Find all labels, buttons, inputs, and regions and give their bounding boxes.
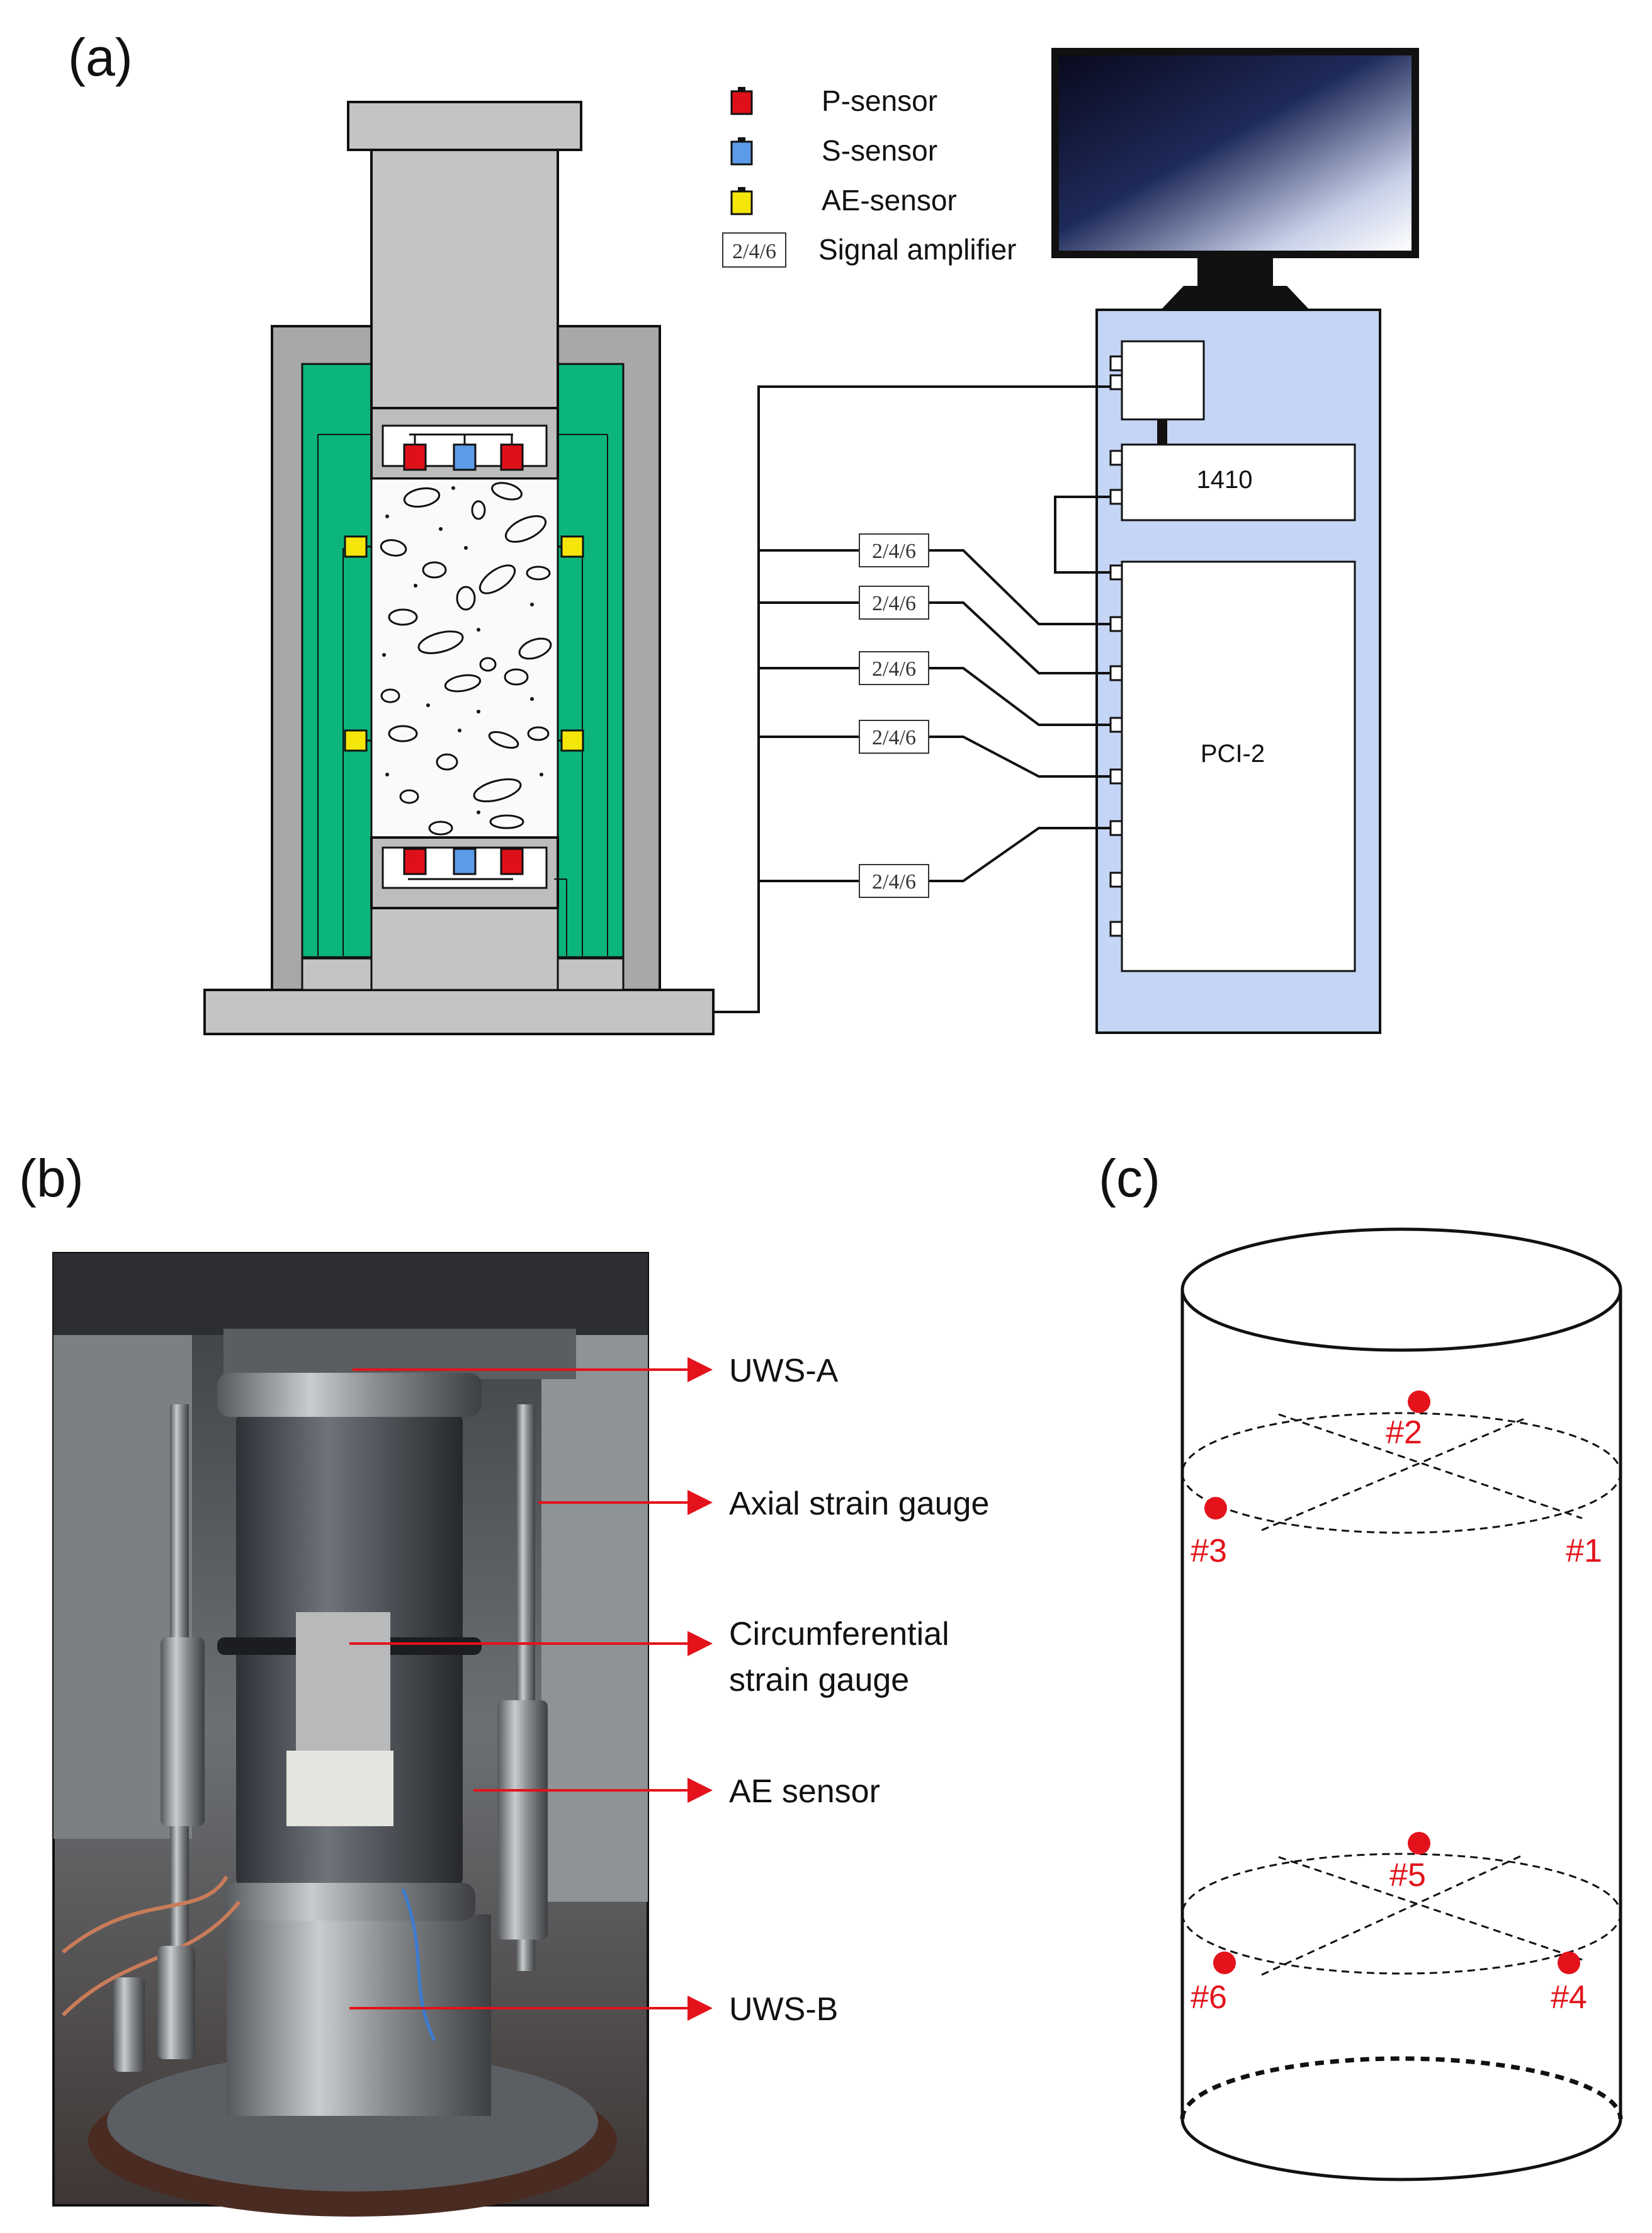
point-3: [1204, 1497, 1227, 1520]
photo-labels: UWS-A Axial strain gauge Circumferential…: [729, 1353, 989, 2028]
point-label-3: #3: [1191, 1533, 1227, 1569]
amplifier-boxes: 2/4/6 2/4/6 2/4/6 2/4/6 2/4/6: [859, 533, 929, 898]
lower-platen: [370, 836, 567, 956]
ae-sensor-left-upper: [344, 535, 368, 558]
amplifier-4: [859, 720, 929, 754]
legend-s-label: S-sensor: [822, 134, 937, 167]
point-6: [1213, 1952, 1236, 1974]
legend-amplifier-box: [722, 232, 786, 268]
panel-a-label: (a): [68, 28, 133, 87]
label-axial-gauge: Axial strain gauge: [729, 1486, 989, 1522]
panel-c: (c) #1 #2 #3 #4: [1099, 1149, 1623, 2181]
point-label-2: #2: [1386, 1414, 1422, 1451]
amplifier-3: [859, 651, 929, 685]
ae-sensor-right-lower: [560, 729, 584, 752]
photo-arrows: [349, 1357, 713, 2021]
amplifier-5: [859, 864, 929, 898]
point-2: [1408, 1390, 1430, 1413]
p-sensor-bottom-left: [403, 848, 427, 875]
label-circ-line2: strain gauge: [729, 1662, 909, 1698]
p-sensor-top-left: [403, 443, 427, 471]
rock-specimen: [370, 477, 559, 839]
legend-p-swatch: [730, 90, 753, 115]
legend-amplifier-box-text: 2/4/6: [732, 240, 776, 263]
amplifier-3-text: 2/4/6: [872, 657, 916, 681]
sensor-points: [1204, 1390, 1580, 1974]
legend-s-swatch: [730, 140, 753, 166]
s-sensor-bottom: [453, 848, 477, 875]
amplifier-4-text: 2/4/6: [872, 726, 916, 749]
amplifier-2-text: 2/4/6: [872, 592, 916, 615]
pci-board: [1121, 560, 1356, 972]
point-label-1: #1: [1566, 1533, 1602, 1569]
preamp-module: [1121, 443, 1356, 521]
legend-p-label: P-sensor: [822, 84, 937, 117]
point-labels: #1 #2 #3 #4 #5 #6: [1191, 1414, 1602, 2016]
legend: P-sensor S-sensor AE-sensor 2/4/6 Signal…: [722, 84, 1016, 268]
ae-sensors: [342, 535, 584, 956]
label-circ-line1: Circumferential: [729, 1616, 949, 1652]
cables: [713, 385, 1111, 1013]
point-label-5: #5: [1389, 1857, 1426, 1894]
legend-amplifier-label: Signal amplifier: [818, 233, 1016, 266]
test-photo: [52, 1252, 649, 2217]
amplifier-1-text: 2/4/6: [872, 540, 916, 563]
upper-platen: [370, 407, 559, 480]
panel-a: (a): [68, 28, 1419, 1035]
label-uws-a: UWS-A: [729, 1353, 839, 1389]
label-ae-sensor: AE sensor: [729, 1773, 880, 1810]
legend-ae-label: AE-sensor: [822, 184, 957, 217]
p-sensor-top-right: [500, 443, 524, 471]
computer-tower: 1410 PCI-2: [1095, 309, 1381, 1034]
pci-label: PCI-2: [1201, 740, 1265, 768]
point-4: [1558, 1952, 1580, 1974]
amplifier-2: [859, 586, 929, 620]
panel-c-label: (c): [1099, 1149, 1160, 1208]
s-sensor-top: [453, 443, 477, 471]
label-uws-b: UWS-B: [729, 1991, 838, 2028]
monitor-screen: [1059, 55, 1412, 251]
amplifier-1: [859, 533, 929, 567]
legend-ae-swatch: [730, 190, 753, 215]
point-5: [1408, 1832, 1430, 1855]
panel-b: (b): [19, 1149, 989, 2217]
small-module: [1121, 340, 1205, 421]
p-sensor-bottom-right: [500, 848, 524, 875]
amplifier-5-text: 2/4/6: [872, 870, 916, 894]
preamp-label: 1410: [1197, 466, 1253, 494]
ae-sensor-right-upper: [560, 535, 584, 558]
point-label-6: #6: [1191, 1979, 1227, 2016]
cylinder: [1180, 1227, 1623, 2181]
panel-b-label: (b): [19, 1149, 84, 1208]
monitor: [1051, 48, 1419, 310]
point-label-4: #4: [1551, 1979, 1587, 2016]
ae-sensor-left-lower: [344, 729, 368, 752]
